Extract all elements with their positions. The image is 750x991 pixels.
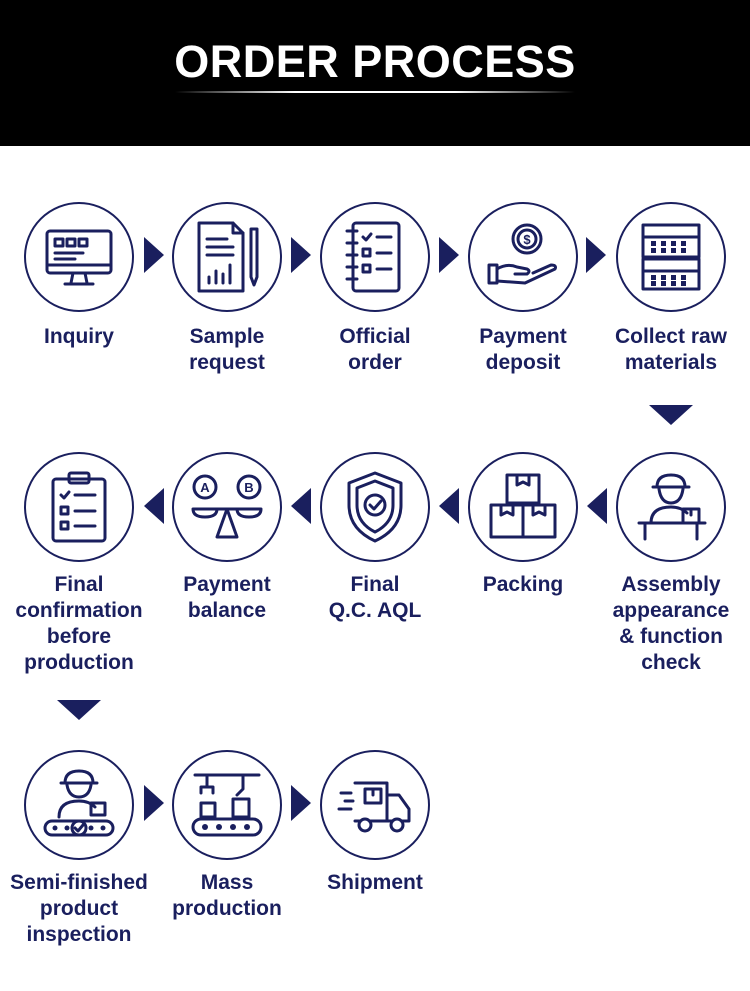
clipboard-checklist-icon: [51, 471, 107, 543]
flow-arrow-left: [439, 488, 459, 524]
flow-arrow-right: [144, 785, 164, 821]
header-divider: [175, 91, 575, 93]
step-label: Semi-finished product inspection: [10, 871, 148, 946]
step-icon-circle: [24, 750, 134, 860]
shield-check-icon: [347, 471, 403, 543]
flow-arrow-right: [291, 785, 311, 821]
step-icon-circle: [320, 452, 430, 562]
header-banner: ORDER PROCESS: [0, 0, 750, 146]
stacked-boxes-icon: [489, 473, 557, 539]
document-chart-icon: [197, 221, 259, 293]
worker-conveyor-icon: [43, 769, 115, 837]
delivery-truck-icon: [337, 781, 411, 833]
balance-scale-icon: A B: [191, 474, 263, 539]
production-line-icon: [191, 773, 263, 837]
step-icon-circle: [320, 750, 430, 860]
step-label: Packing: [482, 573, 564, 596]
flow-arrow-left: [587, 488, 607, 524]
svg-text:A: A: [200, 480, 210, 495]
flow-arrow-down: [649, 405, 693, 425]
step-label: Payment balance: [183, 573, 271, 622]
step-label: Collect raw materials: [614, 325, 728, 374]
step-label: Inquiry: [43, 325, 114, 348]
step-label: Shipment: [327, 871, 423, 894]
flow-arrow-right: [291, 237, 311, 273]
step-icon-circle: [172, 202, 282, 312]
step-icon-circle: [616, 202, 726, 312]
step-label: Payment deposit: [479, 325, 567, 374]
step-icon-circle: [24, 202, 134, 312]
step-label: Sample request: [189, 325, 265, 374]
computer-monitor-icon: [45, 229, 113, 286]
hand-coin-icon: $: [487, 223, 557, 285]
page-title: ORDER PROCESS: [174, 36, 576, 87]
step-label: Assembly appearance & function check: [612, 573, 730, 674]
step-icon-circle: $: [468, 202, 578, 312]
step-label: Final Q.C. AQL: [328, 573, 422, 622]
step-icon-circle: [320, 202, 430, 312]
step-icon-circle: [616, 452, 726, 562]
notebook-checklist-icon: [345, 221, 401, 293]
step-icon-circle: [24, 452, 134, 562]
flow-arrow-left: [291, 488, 311, 524]
step-icon-circle: [172, 750, 282, 860]
step-icon-circle: A B: [172, 452, 282, 562]
flow-arrow-left: [144, 488, 164, 524]
flow-arrow-down: [57, 700, 101, 720]
svg-text:$: $: [523, 232, 531, 247]
flow-arrow-right: [439, 237, 459, 273]
flow-arrow-right: [586, 237, 606, 273]
flow-arrow-right: [144, 237, 164, 273]
worker-desk-icon: [637, 473, 707, 541]
step-label: Final confirmation before production: [15, 573, 143, 674]
stacked-shelves-icon: [641, 223, 701, 291]
step-label: Mass production: [172, 871, 282, 920]
step-icon-circle: [468, 452, 578, 562]
step-label: Official order: [339, 325, 411, 374]
svg-text:B: B: [244, 480, 253, 495]
